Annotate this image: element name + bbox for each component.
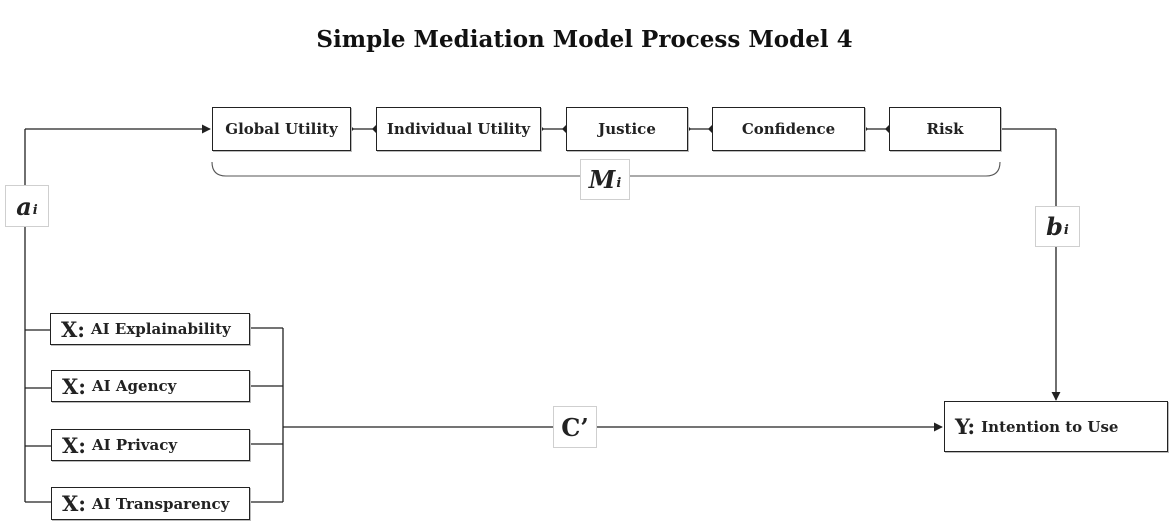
mediator-risk: Risk (889, 107, 1001, 151)
outcome-intention-to-use: Y: Intention to Use (944, 401, 1168, 452)
path-b-label-sub: i (1063, 223, 1069, 238)
predictor-label: AI Explainability (91, 320, 231, 338)
predictor-label: AI Transparency (92, 494, 230, 513)
predictor-prefix: X: (61, 316, 86, 342)
mediator-confidence: Confidence (712, 107, 865, 151)
predictor-ai-privacy: X: AI Privacy (51, 429, 250, 461)
mediator-label: Justice (598, 120, 656, 138)
path-c-prime-label-text: C’ (561, 412, 589, 442)
mediator-label: Individual Utility (386, 120, 531, 138)
mediator-label: Risk (926, 120, 964, 138)
mediator-global-utility: Global Utility (212, 107, 351, 151)
path-a-label-sub: i (32, 202, 38, 218)
outcome-label: Intention to Use (981, 417, 1119, 436)
predictor-ai-transparency: X: AI Transparency (51, 487, 250, 520)
mediator-individual-utility: Individual Utility (376, 107, 541, 151)
predictor-ai-explainability: X: AI Explainability (50, 313, 250, 345)
predictor-label: AI Privacy (92, 436, 178, 454)
mediator-group-label-sub: i (616, 176, 622, 191)
path-a-label-main: a (16, 191, 32, 221)
predictor-prefix: X: (62, 491, 87, 516)
mediator-group-label-main: M (588, 165, 616, 194)
path-b-label-main: b (1046, 212, 1063, 241)
mediator-justice: Justice (566, 107, 688, 151)
predictor-ai-agency: X: AI Agency (51, 370, 250, 402)
predictor-prefix: X: (62, 373, 87, 399)
outcome-prefix: Y: (955, 414, 976, 439)
predictor-label: AI Agency (92, 377, 177, 395)
mediator-label: Confidence (741, 120, 836, 138)
predictor-prefix: X: (62, 432, 87, 458)
path-c-prime-label: C’ (553, 406, 597, 448)
mediator-label: Global Utility (225, 120, 338, 138)
diagram-title: Simple Mediation Model Process Model 4 (316, 26, 853, 53)
